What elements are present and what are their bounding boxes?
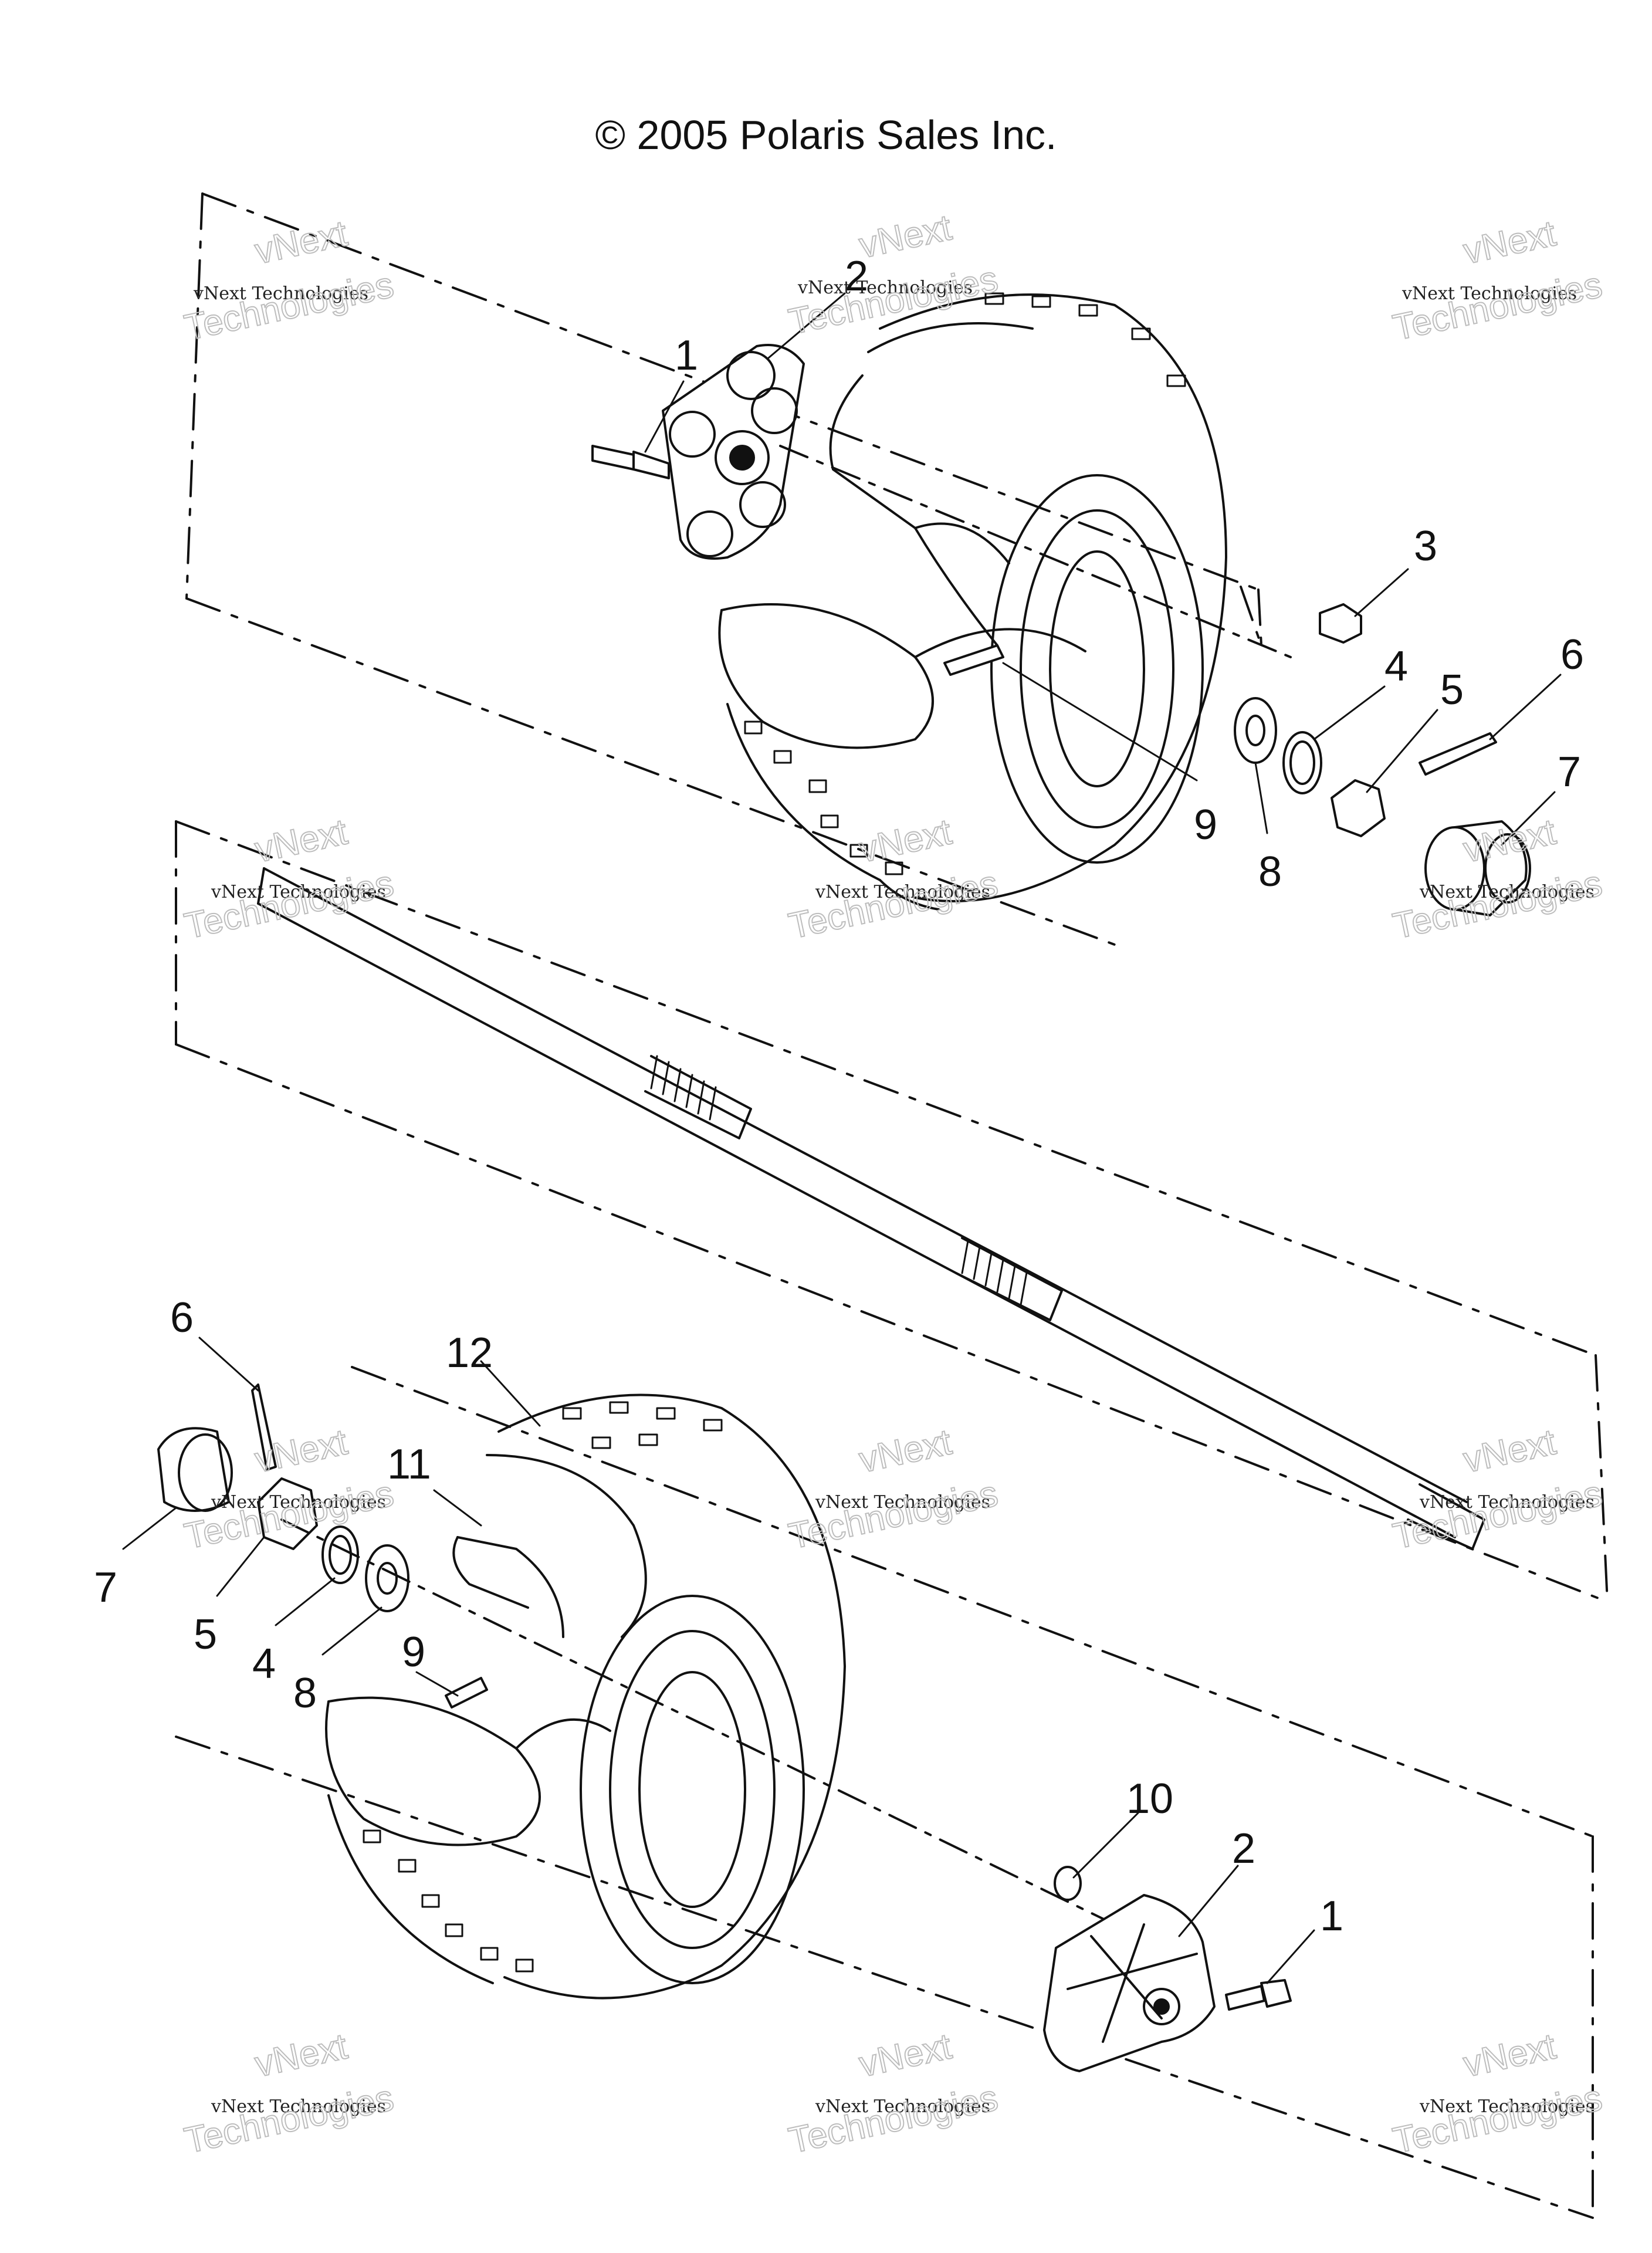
svg-text:vNext Technologies: vNext Technologies — [815, 2096, 990, 2117]
callout-bottom-5: 5 — [194, 1611, 217, 1658]
bottom-centerline — [280, 1518, 1116, 1926]
svg-text:vNext Technologies: vNext Technologies — [211, 2096, 386, 2117]
callout-top-5: 5 — [1440, 667, 1464, 713]
callout-top-6: 6 — [1560, 631, 1584, 678]
top-wheel-nut — [1319, 603, 1362, 644]
top-centerline — [779, 445, 1292, 658]
svg-text:vNext Technologies: vNext Technologies — [1419, 882, 1595, 902]
svg-text:vNext Technologies: vNext Technologies — [815, 882, 990, 902]
copyright-text: © 2005 Polaris Sales Inc. — [595, 112, 1057, 158]
callout-top-9: 9 — [1194, 801, 1217, 848]
svg-text:vNext: vNext — [1460, 213, 1559, 272]
svg-text:vNext Technologies: vNext Technologies — [1419, 2096, 1595, 2117]
callout-top-2: 2 — [845, 253, 868, 300]
watermarks: vNext vNext Technologies Technologies vN… — [181, 207, 1606, 2161]
callout-top-8: 8 — [1258, 848, 1282, 895]
svg-text:vNext Technologies: vNext Technologies — [211, 882, 386, 902]
svg-text:vNext: vNext — [856, 1422, 955, 1480]
svg-text:vNext Technologies: vNext Technologies — [797, 278, 973, 298]
top-wheel — [718, 292, 1227, 911]
callout-bottom-6: 6 — [170, 1294, 194, 1341]
top-washer-8 — [1234, 697, 1277, 764]
axle-shaft — [257, 867, 1485, 1550]
svg-text:vNext: vNext — [856, 207, 955, 266]
callout-bottom-1: 1 — [1320, 1893, 1343, 1940]
bottom-small-nut — [1054, 1866, 1082, 1901]
watermark-11: vNext vNext Technologies Technologies — [785, 2025, 1002, 2161]
top-washer-4 — [1282, 731, 1322, 794]
top-hub — [662, 344, 805, 560]
callout-bottom-11: 11 — [387, 1441, 431, 1488]
svg-text:Technologies: Technologies — [786, 1473, 1001, 1557]
svg-text:vNext Technologies: vNext Technologies — [1402, 283, 1577, 304]
svg-text:Technologies: Technologies — [181, 863, 397, 947]
svg-text:vNext: vNext — [1460, 2026, 1559, 2085]
callout-bottom-7: 7 — [94, 1564, 117, 1611]
svg-text:vNext: vNext — [252, 2026, 351, 2085]
callout-top-3: 3 — [1414, 523, 1437, 570]
callout-top-1: 1 — [675, 332, 698, 379]
top-bolt — [591, 445, 670, 479]
svg-text:vNext: vNext — [1460, 811, 1559, 870]
svg-text:vNext Technologies: vNext Technologies — [815, 1492, 990, 1513]
watermark-4: vNext vNext Technologies Technologies — [181, 811, 398, 947]
svg-text:Technologies: Technologies — [786, 2078, 1001, 2161]
callout-bottom-10: 10 — [1126, 1775, 1173, 1822]
watermark-8: vNext vNext Technologies Technologies — [785, 1421, 1002, 1557]
svg-text:vNext: vNext — [252, 811, 351, 870]
callout-top-7: 7 — [1558, 749, 1581, 796]
top-valve-stem — [943, 644, 1004, 676]
watermark-1: vNext vNext Technologies Technologies — [181, 212, 398, 349]
watermark-3: vNext vNext Technologies Technologies — [1389, 212, 1606, 349]
svg-text:vNext Technologies: vNext Technologies — [211, 1492, 386, 1513]
callout-bottom-2: 2 — [1232, 1825, 1255, 1872]
watermark-6: vNext vNext Technologies Technologies — [1389, 811, 1606, 947]
top-hub-cap — [1424, 820, 1531, 916]
callout-numbers: 1 2 3 4 5 6 7 8 9 6 12 11 7 5 4 8 9 10 2… — [94, 253, 1584, 1940]
svg-text:Technologies: Technologies — [181, 2078, 397, 2161]
watermark-12: vNext vNext Technologies Technologies — [1389, 2025, 1606, 2161]
svg-text:vNext Technologies: vNext Technologies — [1419, 1492, 1595, 1513]
bottom-valve-stem — [445, 1677, 488, 1709]
bottom-hub-cap — [157, 1427, 233, 1512]
bottom-washer-8 — [365, 1544, 409, 1612]
bottom-cotter-pin — [251, 1383, 277, 1471]
watermark-5: vNext vNext Technologies Technologies — [785, 811, 1002, 947]
callout-bottom-12: 12 — [446, 1330, 493, 1376]
svg-text:Technologies: Technologies — [786, 259, 1001, 343]
watermark-10: vNext vNext Technologies Technologies — [181, 2025, 398, 2161]
bottom-wheel — [325, 1393, 846, 2000]
callout-bottom-8: 8 — [293, 1670, 317, 1717]
callout-top-4: 4 — [1384, 643, 1408, 690]
svg-text:Technologies: Technologies — [1390, 2078, 1606, 2161]
svg-text:vNext: vNext — [252, 213, 351, 272]
svg-text:Technologies: Technologies — [181, 265, 397, 349]
watermark-9: vNext vNext Technologies Technologies — [1389, 1421, 1606, 1557]
svg-text:Technologies: Technologies — [1390, 265, 1606, 349]
axle-frame — [175, 820, 1609, 1603]
svg-text:vNext: vNext — [856, 2026, 955, 2085]
callout-bottom-9: 9 — [402, 1629, 425, 1676]
callout-bottom-4: 4 — [252, 1640, 276, 1687]
top-castle-nut — [1331, 779, 1386, 837]
bottom-hub — [1043, 1894, 1216, 2072]
svg-text:Technologies: Technologies — [786, 863, 1001, 947]
svg-text:vNext Technologies: vNext Technologies — [193, 283, 368, 304]
top-cotter-pin — [1419, 732, 1497, 776]
svg-text:Technologies: Technologies — [1390, 863, 1606, 947]
bottom-washer-4 — [321, 1525, 359, 1584]
leader-lines — [122, 292, 1562, 1984]
bottom-bolt — [1225, 1979, 1292, 2011]
bottom-assembly-frame — [175, 1366, 1594, 2219]
svg-text:vNext: vNext — [856, 811, 955, 870]
svg-text:vNext: vNext — [1460, 1422, 1559, 1480]
